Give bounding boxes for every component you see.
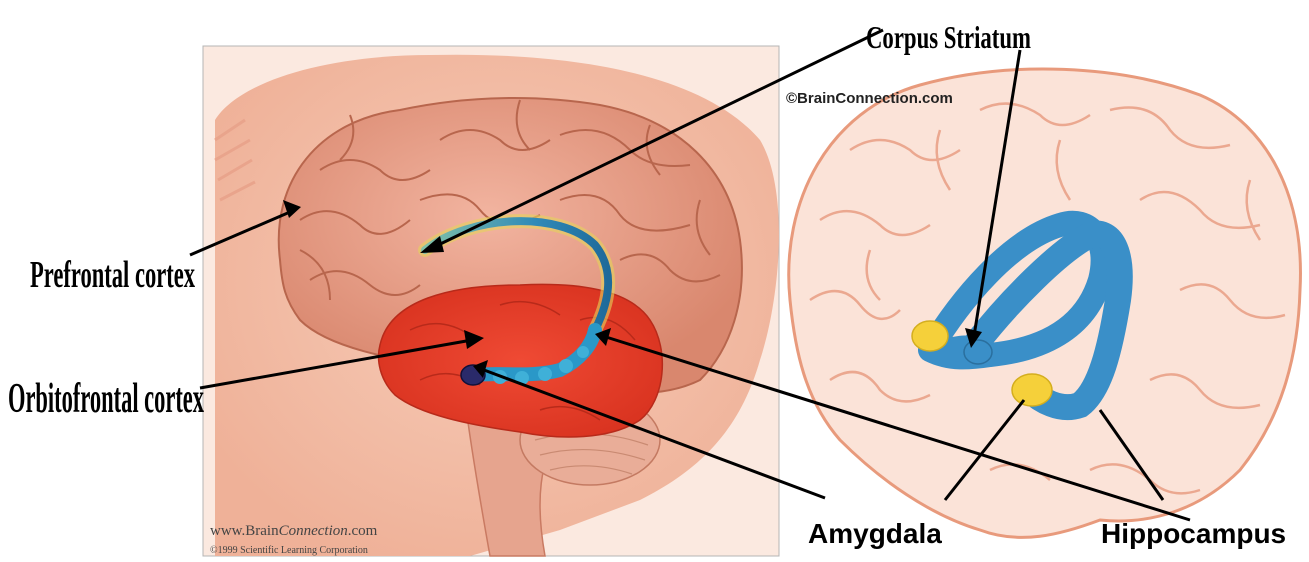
amygdala-upper-right (912, 321, 948, 351)
label-amygdala: Amygdala (808, 518, 942, 549)
striatum-head-right (964, 340, 992, 364)
right-copyright: ©BrainConnection.com (786, 90, 953, 107)
left-watermark: www.BrainConnection.com (210, 523, 378, 539)
right-brain-image: ©BrainConnection.com (786, 69, 1300, 537)
label-orbitofrontal-cortex: Orbitofrontal cortex (8, 376, 204, 422)
amygdala-lower-right (1012, 374, 1052, 406)
label-hippocampus: Hippocampus (1101, 518, 1286, 549)
label-corpus-striatum: Corpus Striatum (866, 19, 1031, 55)
right-brain-outline (789, 69, 1301, 537)
label-prefrontal-cortex: Prefrontal cortex (30, 254, 195, 296)
left-copyright: ©1999 Scientific Learning Corporation (210, 545, 368, 556)
